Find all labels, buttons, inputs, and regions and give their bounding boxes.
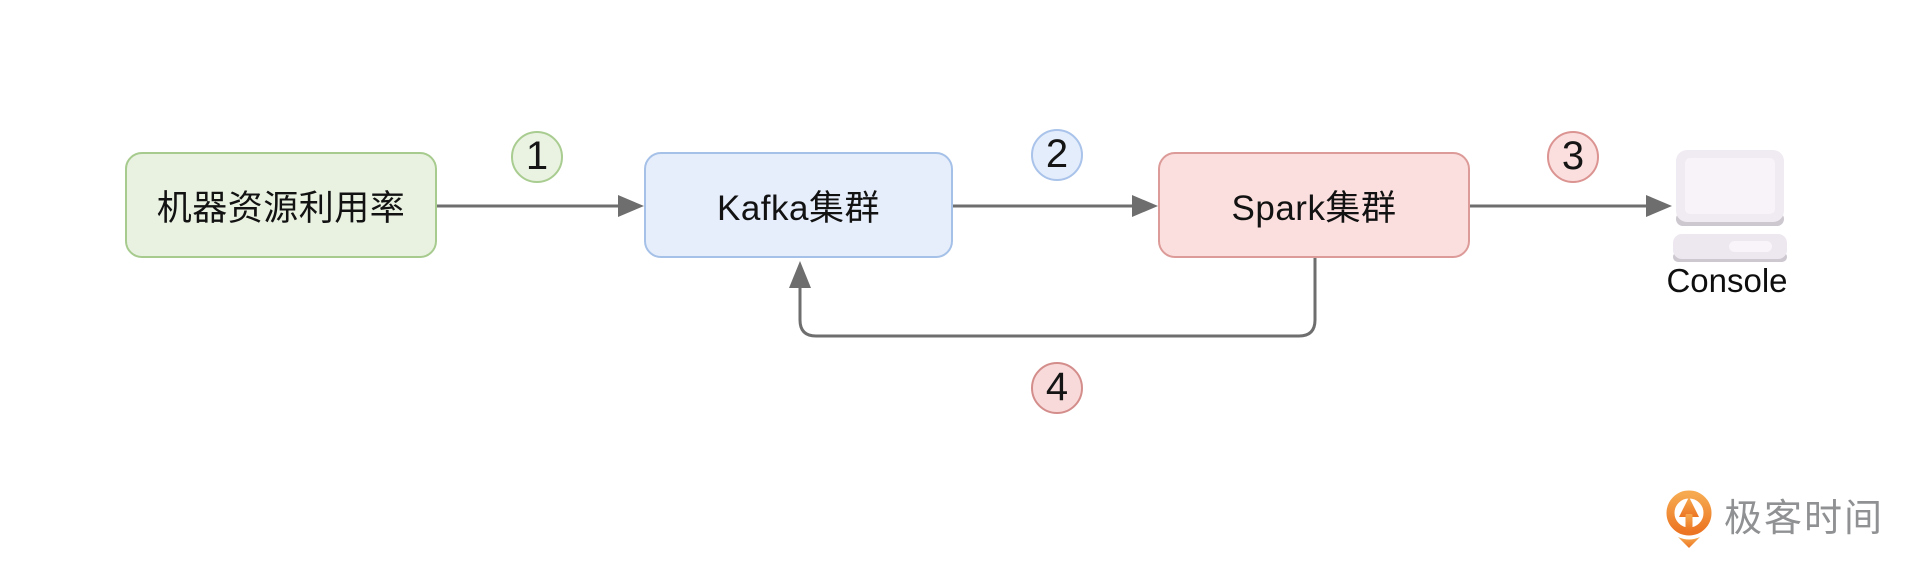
brand-footer: 极客时间	[1666, 490, 1884, 548]
console-node	[1662, 148, 1796, 271]
arrow-kafka-to-spark	[953, 195, 1158, 217]
node-machine-utilization: 机器资源利用率	[125, 152, 437, 258]
step-badge-1: 1	[511, 131, 563, 183]
arrow-spark-to-console	[1470, 195, 1672, 217]
step-badge-2: 2	[1031, 129, 1083, 181]
arrow-source-to-kafka	[436, 195, 644, 217]
brand-name: 极客时间	[1724, 498, 1885, 540]
arrow-spark-to-kafka-feedback	[789, 258, 1317, 338]
node-machine-utilization-label: 机器资源利用率	[156, 188, 406, 228]
console-label: Console	[1666, 262, 1788, 299]
node-kafka-cluster-label: Kafka集群	[717, 188, 880, 228]
console-icon	[1673, 150, 1787, 262]
step-badge-3: 3	[1547, 131, 1599, 183]
geektime-logo-icon	[1666, 490, 1712, 548]
step-badge-4: 4	[1031, 362, 1083, 414]
node-spark-cluster-label: Spark集群	[1231, 188, 1397, 228]
node-spark-cluster: Spark集群	[1158, 152, 1470, 258]
node-kafka-cluster: Kafka集群	[644, 152, 953, 258]
